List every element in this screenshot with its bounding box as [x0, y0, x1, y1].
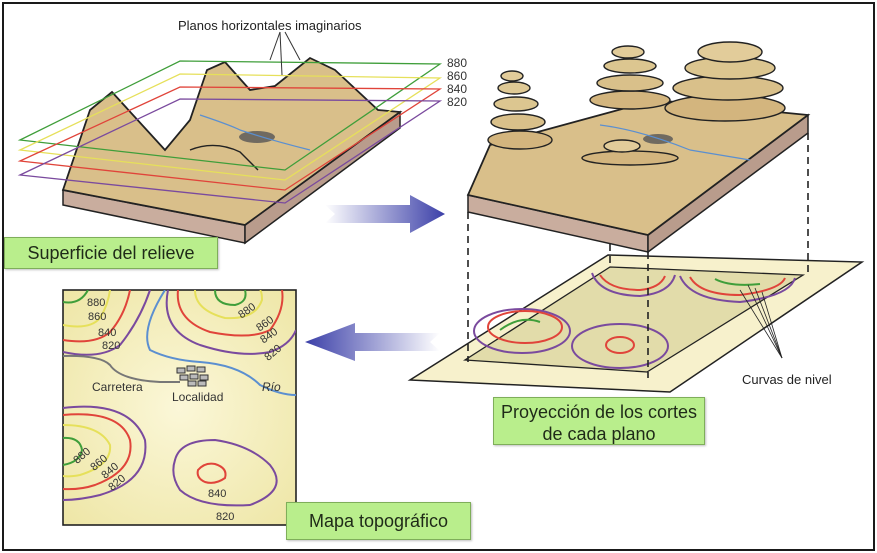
- map-contour-label: 840: [208, 488, 227, 500]
- projection-label-line2: de cada plano: [542, 424, 656, 444]
- right-terraced-block: [466, 41, 811, 254]
- map-town-label: Localidad: [172, 390, 224, 404]
- projection-label-line1: Proyección de los cortes: [500, 402, 698, 422]
- map-road-label: Carretera: [92, 380, 143, 394]
- map-contour-label: 820: [216, 511, 235, 523]
- projection-plane: [407, 254, 865, 393]
- topographic-map: [62, 289, 297, 526]
- contour-lines-label: Curvas de nivel: [742, 372, 832, 387]
- map-contour-label: 860: [88, 311, 107, 323]
- projection-dashed-lines: [467, 133, 809, 378]
- planes-label: Planos horizontales imaginarios: [178, 18, 362, 33]
- arrow-left: [305, 323, 440, 361]
- map-contour-label: 880: [87, 297, 106, 309]
- plane-level-880: 880: [447, 56, 468, 70]
- plane-level-860: 860: [447, 69, 468, 83]
- map-contour-label: 820: [102, 340, 121, 352]
- topo-map-label-box: Mapa topográfico: [286, 502, 471, 540]
- horizontal-planes: [17, 31, 443, 204]
- surface-label: Superficie del relieve: [27, 243, 195, 263]
- surface-label-box: Superficie del relieve: [4, 237, 218, 269]
- map-river-label: Río: [262, 380, 281, 394]
- topo-map-label: Mapa topográfico: [308, 511, 449, 531]
- plane-level-820: 820: [447, 95, 468, 109]
- map-contour-label: 840: [98, 327, 117, 339]
- projection-label-box: Proyección de los cortes de cada plano: [493, 397, 705, 445]
- arrow-right: [325, 195, 445, 233]
- plane-level-840: 840: [447, 82, 468, 96]
